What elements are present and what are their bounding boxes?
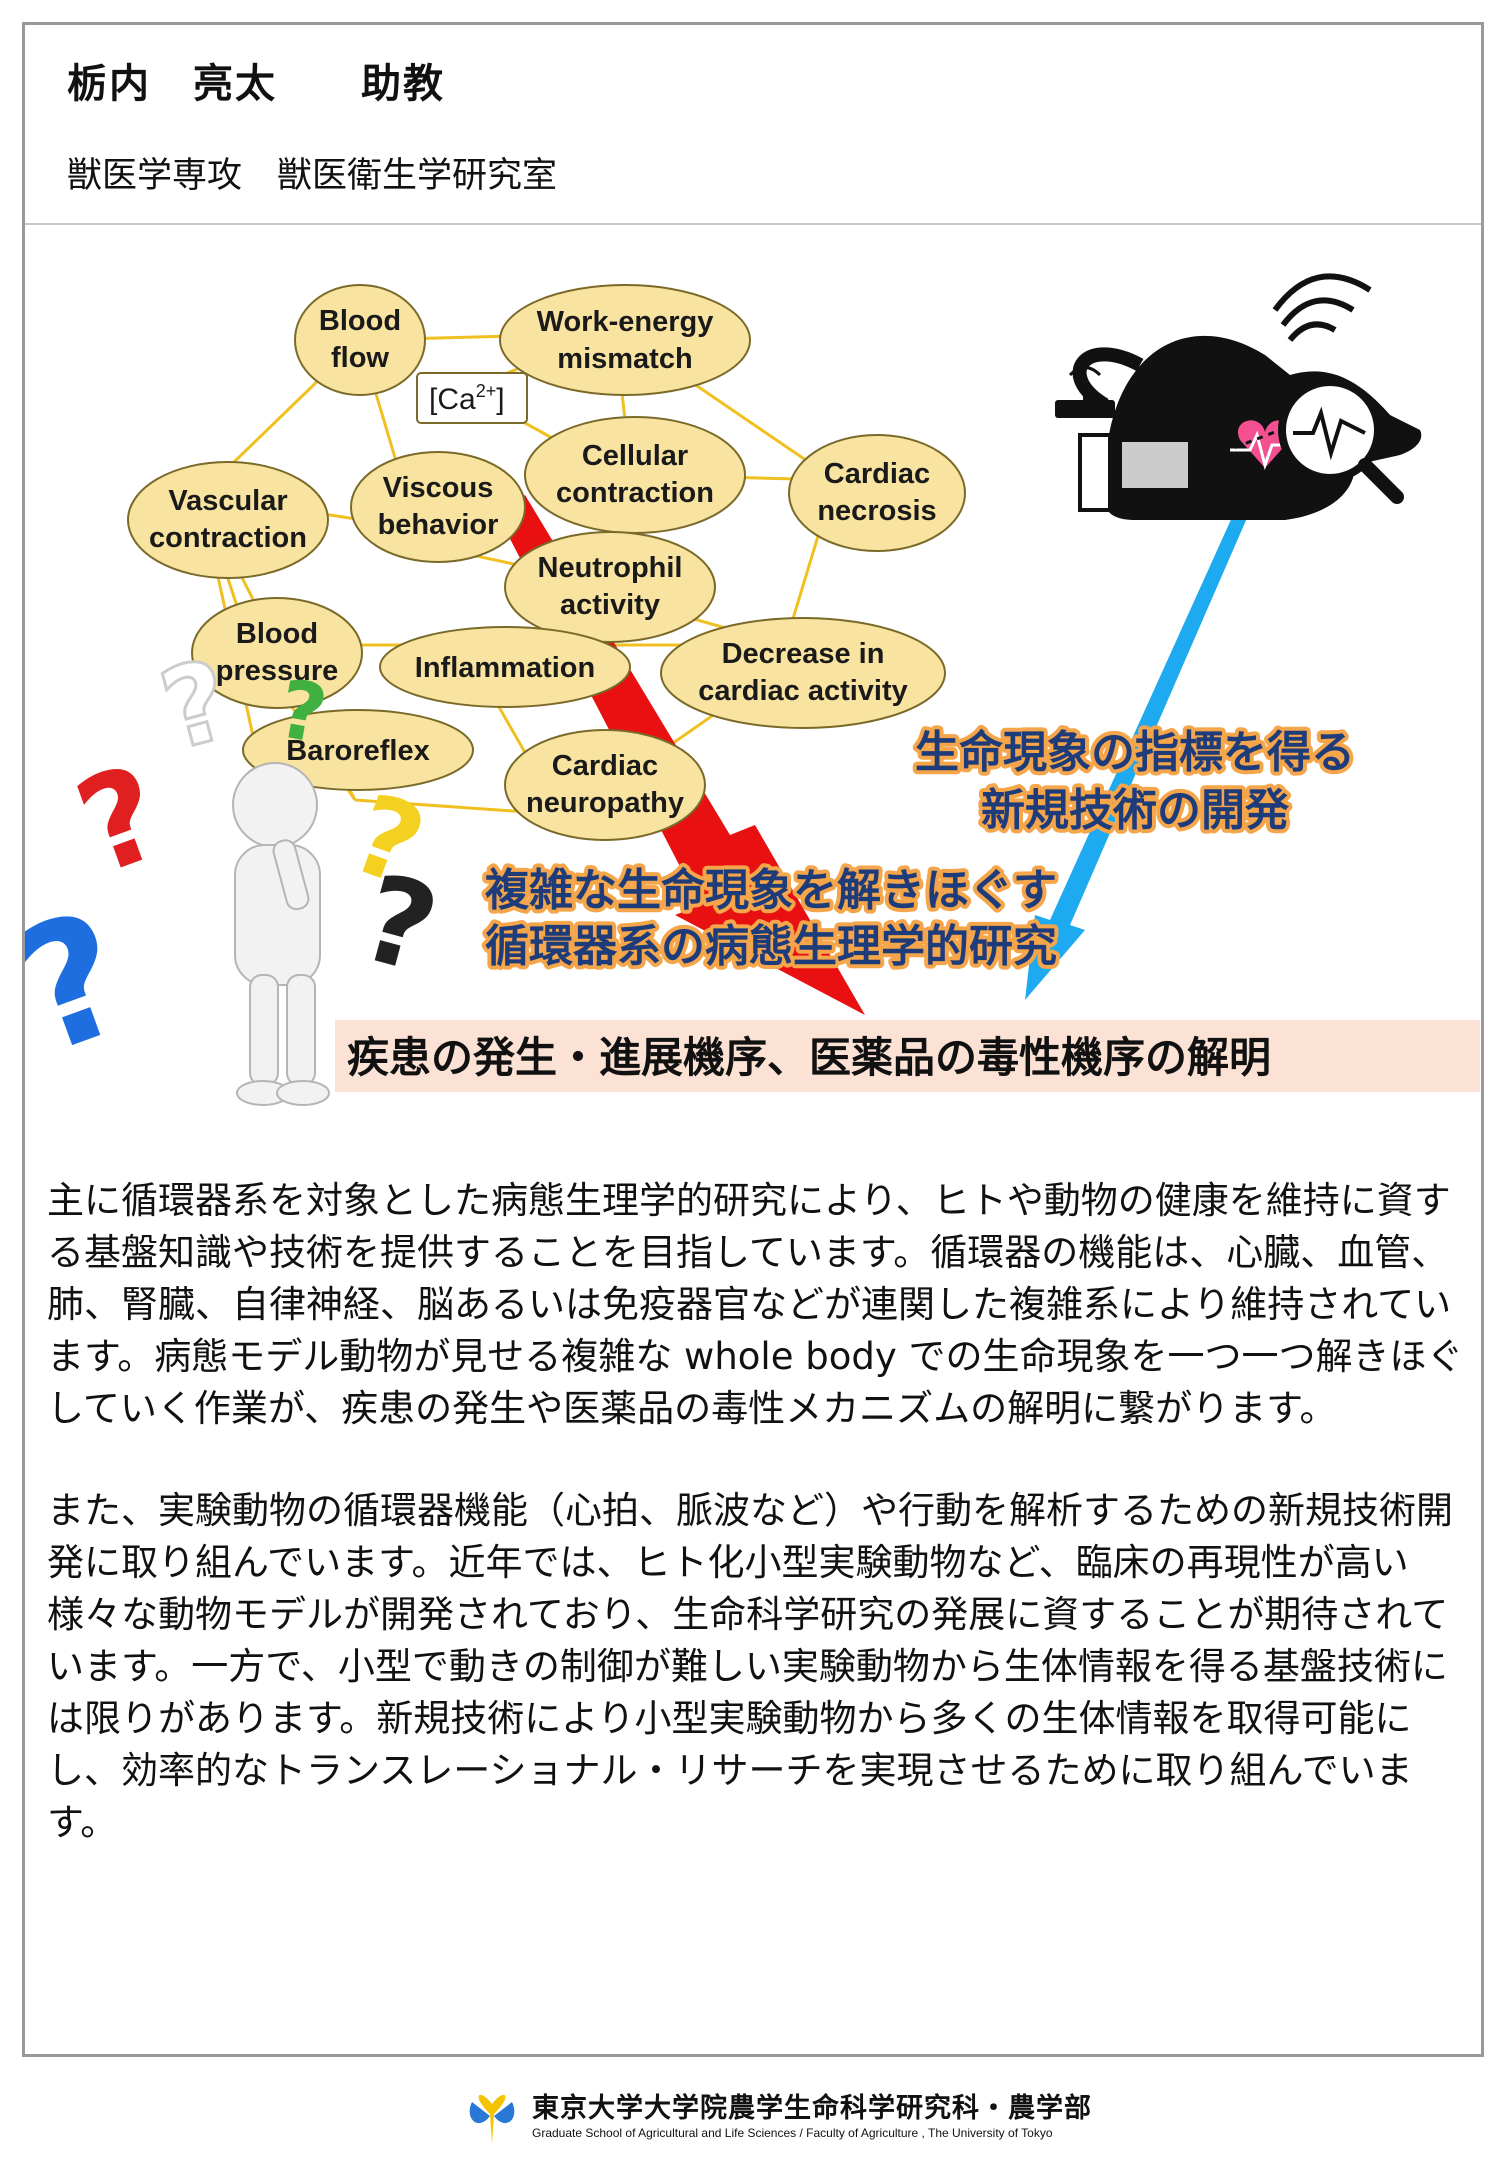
ca-close: ] xyxy=(496,383,504,416)
svg-text:[Ca2+]: [Ca2+] xyxy=(429,381,505,416)
node-label: Baroreflex xyxy=(286,735,429,767)
footer: 東京大学大学院農学生命科学研究科・農学部 Graduate School of … xyxy=(0,2072,1500,2152)
node-inflammation: Inflammation xyxy=(379,626,631,708)
header: 栃内 亮太 助教 獣医学専攻 獣医衛生学研究室 xyxy=(25,25,1481,225)
ca-superscript: 2+ xyxy=(476,381,497,401)
caption-research-outline-1: 複雑な生命現象を解きほぐす xyxy=(485,865,1057,916)
dotted-link xyxy=(1189,428,1281,467)
node-label: Decrease in xyxy=(722,638,885,670)
node-viscous-behavior: Viscous behavior xyxy=(350,451,526,563)
node-label: activity xyxy=(560,589,660,621)
node-label: Vascular xyxy=(168,485,287,517)
caption-tech-line-2: 新規技術の開発 xyxy=(981,785,1290,836)
node-label: flow xyxy=(331,342,389,374)
caption-research-line-1: 複雑な生命現象を解きほぐす xyxy=(485,865,1057,916)
wifi-icon xyxy=(1272,273,1372,342)
node-label: behavior xyxy=(378,509,499,541)
node-work-energy: Work-energy mismatch xyxy=(499,284,751,396)
node-decrease-cardiac-activity: Decrease in cardiac activity xyxy=(660,617,946,729)
node-label: Cardiac xyxy=(824,458,930,490)
node-label: cardiac activity xyxy=(698,675,908,707)
node-cardiac-neuropathy: Cardiac neuropathy xyxy=(504,729,706,841)
caption-research-line-2: 循環器系の病態生理学的研究 xyxy=(485,921,1057,972)
caption-research-outline-2: 循環器系の病態生理学的研究 xyxy=(485,921,1057,972)
node-calcium: [Ca2+] xyxy=(416,372,528,424)
node-label: Blood xyxy=(319,305,401,337)
blue-arrow xyxy=(1025,493,1257,1000)
node-label: contraction xyxy=(149,522,307,554)
node-label: Neutrophil xyxy=(538,552,683,584)
caption-tech-outline-2: 新規技術の開発 xyxy=(981,785,1290,836)
node-label: contraction xyxy=(556,477,714,509)
node-blood-flow: Blood flow xyxy=(294,284,426,396)
node-label: Work-energy xyxy=(537,306,714,338)
caption-tech-outline-1: 生命現象の指標を得る xyxy=(915,727,1355,778)
node-label: Cardiac xyxy=(552,750,658,782)
caption-research: 複雑な生命現象を解きほぐす 複雑な生命現象を解きほぐす 循環器系の病態生理学的研… xyxy=(481,861,1061,976)
ca-label: [Ca xyxy=(429,383,476,416)
node-label: Cellular xyxy=(582,440,688,472)
ginkgo-logo-icon xyxy=(469,2094,515,2144)
caption-tech-line-1: 生命現象の指標を得る xyxy=(915,727,1355,778)
node-label: Viscous xyxy=(383,472,494,504)
node-label: necrosis xyxy=(817,495,936,527)
body-text: 主に循環器系を対象とした病態生理学的研究により、ヒトや動物の健康を維持に資する基… xyxy=(47,1175,1467,1899)
magnifier-waveform-icon xyxy=(1278,378,1404,504)
banner-text: 疾患の発生・進展機序、医薬品の毒性機序の解明 xyxy=(347,1033,1271,1082)
person-name-title: 栃内 亮太 助教 xyxy=(67,61,445,107)
research-figure: Blood flow Work-energy mismatch [Ca2+] C… xyxy=(25,225,1481,1125)
page-frame: 栃内 亮太 助教 獣医学専攻 獣医衛生学研究室 xyxy=(22,22,1484,2057)
banner-bg xyxy=(335,1020,1480,1092)
node-vascular-contraction: Vascular contraction xyxy=(127,461,329,579)
node-baroreflex: Baroreflex xyxy=(242,709,474,791)
node-cellular-contraction: Cellular contraction xyxy=(524,416,746,534)
thinking-person-icon xyxy=(232,762,330,1106)
research-diagram: Blood flow Work-energy mismatch [Ca2+] C… xyxy=(25,273,1480,1106)
node-label: neuropathy xyxy=(526,787,684,819)
node-label: pressure xyxy=(216,655,339,687)
node-label: Inflammation xyxy=(415,652,595,684)
paragraph-2: また、実験動物の循環器機能（心拍、脈波など）や行動を解析するための新規技術開発に… xyxy=(47,1489,1453,1844)
footer-university-en: Graduate School of Agricultural and Life… xyxy=(532,2126,1053,2140)
svg-text:?: ? xyxy=(25,874,152,1094)
footer-university-jp: 東京大学大学院農学生命科学研究科・農学部 xyxy=(532,2093,1092,2124)
node-blood-pressure: Blood pressure xyxy=(191,597,363,709)
node-cardiac-necrosis: Cardiac necrosis xyxy=(788,434,966,552)
node-label: Blood xyxy=(236,618,318,650)
receiver-device-icon xyxy=(1055,366,1115,418)
department-lab: 獣医学専攻 獣医衛生学研究室 xyxy=(67,156,558,196)
node-neutrophil-activity: Neutrophil activity xyxy=(504,531,716,643)
paragraph-1: 主に循環器系を対象とした病態生理学的研究により、ヒトや動物の健康を維持に資する基… xyxy=(47,1179,1464,1430)
node-label: mismatch xyxy=(557,343,692,375)
caption-technology: 生命現象の指標を得る 生命現象の指標を得る 新規技術の開発 新規技術の開発 xyxy=(911,723,1359,840)
